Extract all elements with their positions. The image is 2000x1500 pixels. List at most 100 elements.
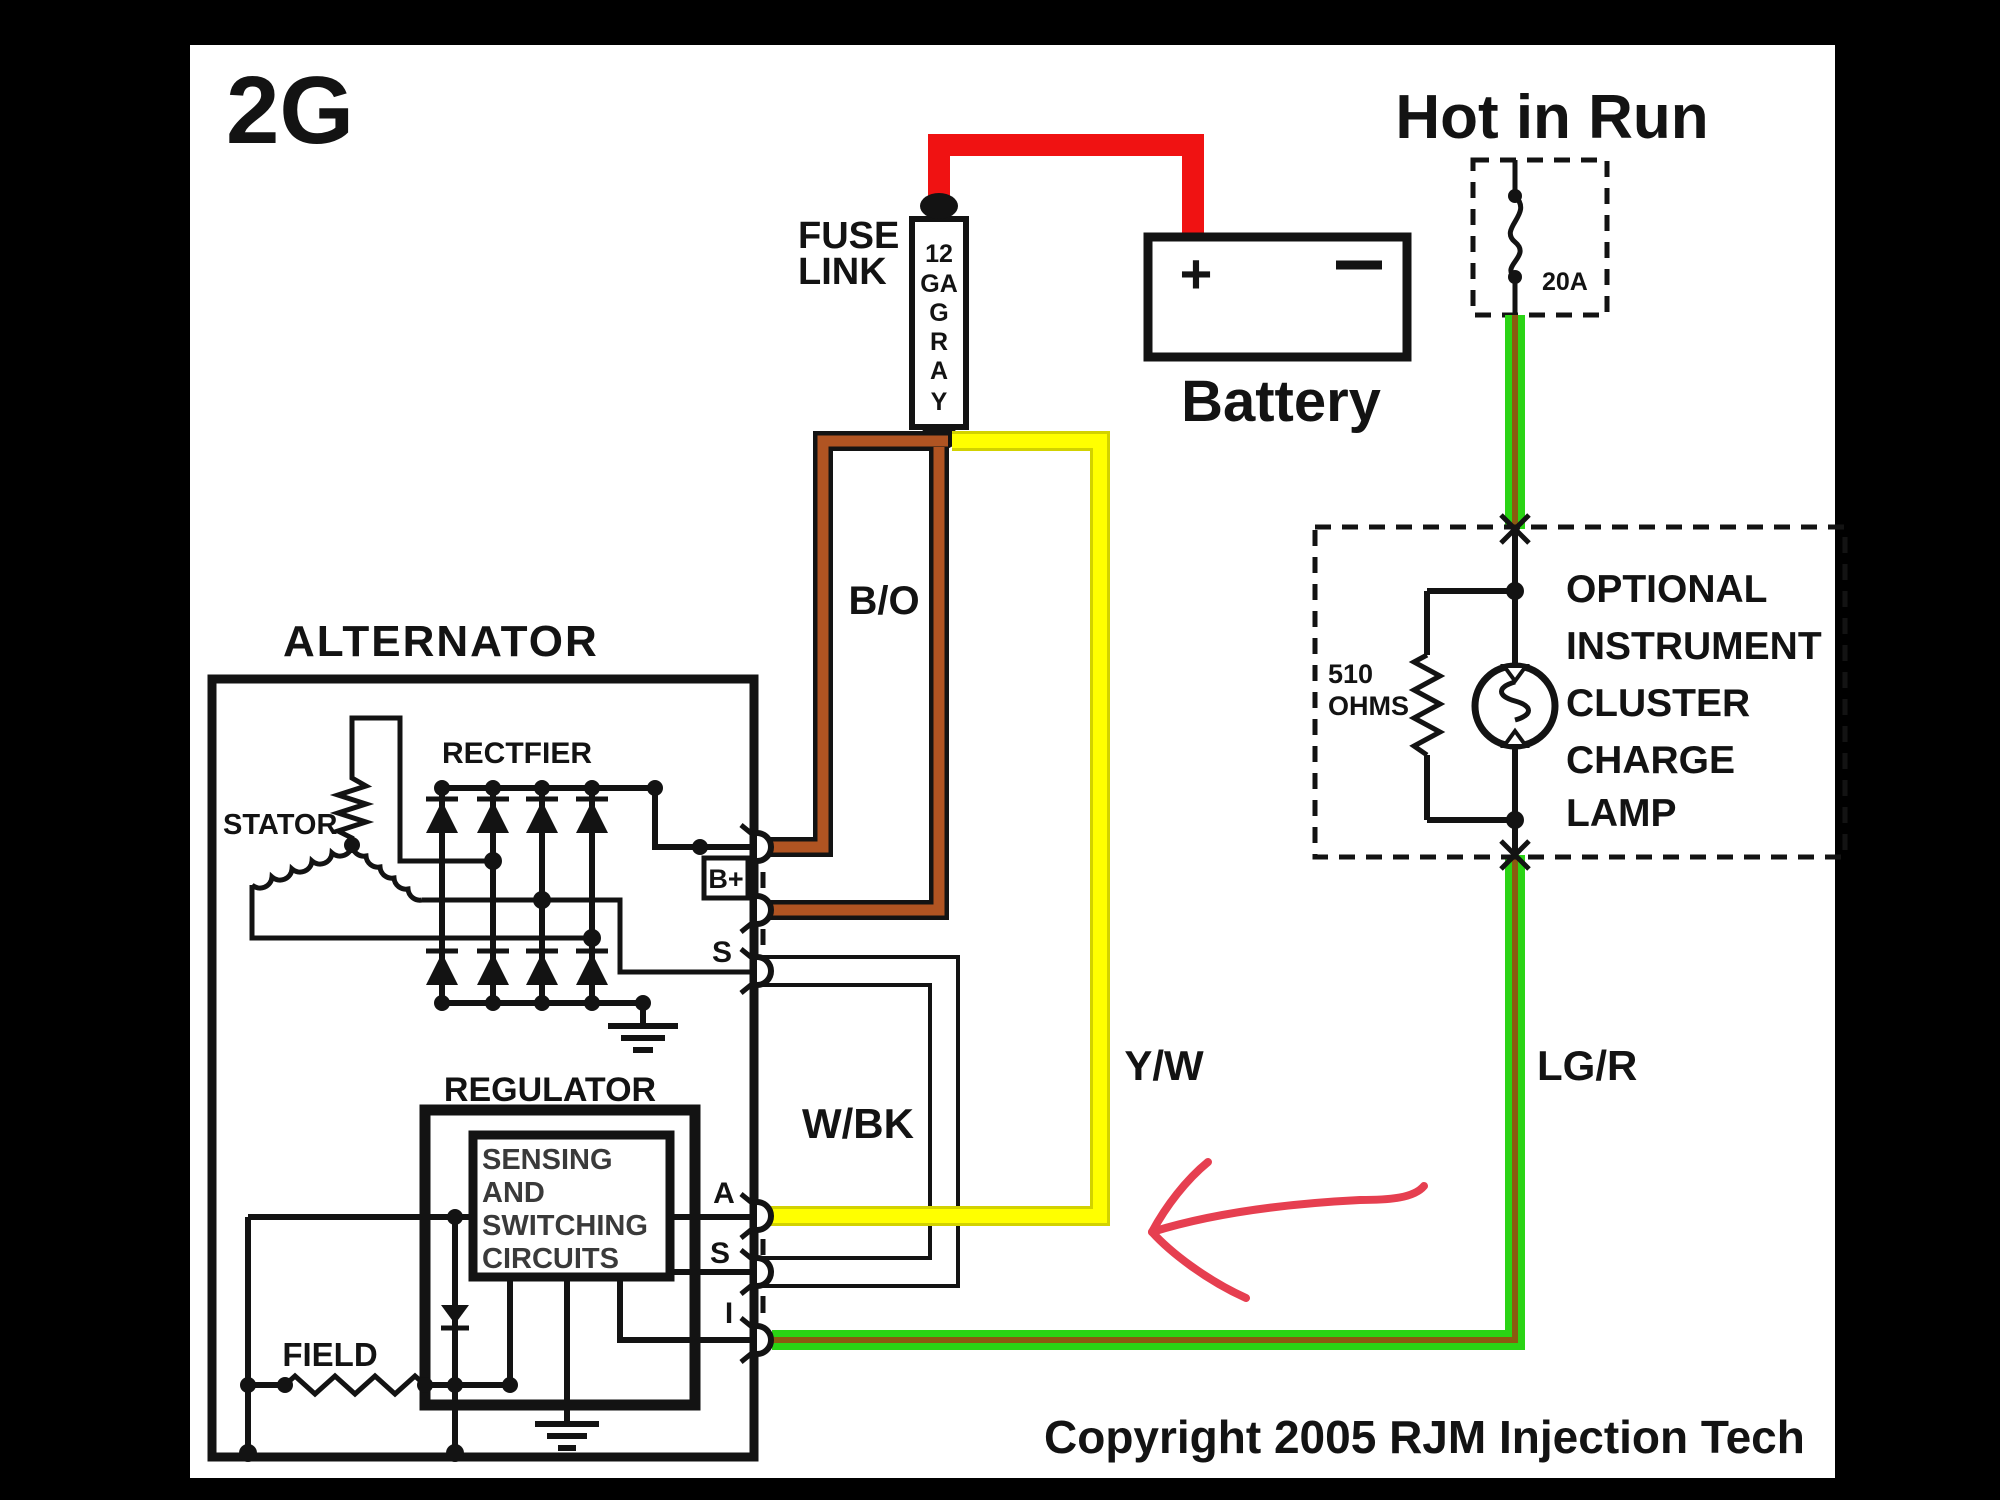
fuse-dashed-box — [1470, 157, 1610, 318]
fuse-element-squiggle — [1507, 194, 1524, 280]
hot-in-run-label: Hot in Run — [1395, 83, 1708, 152]
i-label: I — [725, 1297, 733, 1330]
lamp-label-line5: LAMP — [1566, 792, 1677, 835]
regulator-diode-triangle — [441, 1305, 469, 1324]
junction-dot — [485, 780, 501, 796]
white-wbk-wire — [757, 955, 960, 1288]
a-label: A — [713, 1177, 735, 1210]
battery-label: Battery — [1181, 369, 1381, 434]
rectifier-bridge: RECTFIER — [426, 737, 757, 1053]
junction-dot — [692, 839, 708, 855]
rectifier-columns — [439, 788, 595, 1003]
resistor-zigzag — [1408, 652, 1446, 758]
wbk-wire-label: W/BK — [802, 1100, 914, 1147]
diode-row-bottom — [426, 948, 608, 985]
junction-dot — [502, 1377, 518, 1393]
stator-wavy-right — [349, 844, 423, 903]
terminal-bump — [756, 954, 774, 988]
diode-row-top — [426, 796, 608, 833]
ground-icon — [608, 1023, 678, 1053]
junction-dot — [277, 1377, 293, 1393]
sensing-line4: CIRCUITS — [482, 1243, 619, 1275]
lamp-label-line3: CLUSTER — [1566, 682, 1750, 725]
junction-dot — [485, 995, 501, 1011]
terminal-i — [739, 1316, 774, 1364]
junction-dot — [1506, 582, 1524, 600]
white-wire-body — [757, 959, 956, 1284]
green-wire-stripe — [772, 315, 1518, 1343]
arrow-barb-top — [1148, 1158, 1212, 1236]
junction-dot — [1508, 270, 1522, 284]
charge-lamp-module: 510 OHMS OPTIONAL INSTRUMENT CLUSTER CHA… — [1312, 513, 1848, 871]
terminal-bump — [756, 1199, 774, 1233]
terminal-chevrons — [739, 1248, 759, 1296]
regulator-module: REGULATOR SENSING AND SWITCHING CIRCUITS… — [239, 1071, 757, 1462]
stator-phase-a-staircase — [349, 715, 493, 864]
junction-dot — [446, 1444, 464, 1462]
stator-winding: STATOR — [223, 715, 757, 975]
brown-bo-wires — [763, 431, 949, 920]
lamp-label-line1: OPTIONAL — [1566, 568, 1768, 611]
i-terminal-line — [617, 1277, 757, 1343]
alternator-label: ALTERNATOR — [283, 617, 599, 666]
diagram-sheet — [190, 45, 1835, 1478]
bplus-label-box — [701, 855, 751, 901]
gauge-text-4: R — [930, 328, 948, 356]
junction-dot — [447, 1209, 463, 1225]
wire-crossing-x-top — [1499, 513, 1531, 545]
battery-box — [1143, 232, 1412, 362]
terminal-bump — [756, 830, 774, 864]
arrow-shaft — [1148, 1182, 1428, 1236]
stator-vertical-zigzag — [329, 745, 375, 845]
yellow-yw-wire — [765, 431, 1110, 1226]
junction-dot — [534, 780, 550, 796]
sensing-line2: AND — [482, 1177, 545, 1209]
red-battery-wire — [928, 134, 1204, 245]
junction-dot — [584, 995, 600, 1011]
terminal-chevrons — [739, 1316, 759, 1364]
terminal-bump — [756, 893, 774, 927]
wire-crossing-x-bottom — [1499, 839, 1531, 871]
junction-dot — [647, 780, 663, 796]
terminal-chevrons — [739, 947, 759, 995]
junction-dot — [240, 1377, 256, 1393]
red-arrow-annotation — [1148, 1158, 1428, 1302]
junction-dot — [434, 780, 450, 796]
sensing-box — [468, 1130, 675, 1282]
bplus-label: B+ — [708, 864, 743, 894]
junction-dot — [239, 1444, 257, 1462]
yw-wire-label: Y/W — [1124, 1042, 1204, 1089]
s-stator-label: S — [712, 936, 732, 969]
lamp-bottom-triangle — [1500, 727, 1530, 748]
gauge-text-5: A — [930, 357, 948, 385]
stator-phase-b-wire — [249, 885, 592, 941]
copyright-text: Copyright 2005 RJM Injection Tech — [1044, 1411, 1805, 1463]
lgr-wire-label: LG/R — [1537, 1042, 1637, 1089]
terminal-bump — [756, 1323, 774, 1357]
brown-wire-body — [763, 435, 948, 916]
sensing-line1: SENSING — [482, 1144, 613, 1176]
s-reg-label: S — [710, 1237, 730, 1270]
sensing-line3: SWITCHING — [482, 1210, 648, 1242]
alternator-box — [207, 674, 759, 1462]
fuse-link-label-line1: FUSE — [798, 215, 899, 257]
ground-icon — [535, 1421, 599, 1451]
regulator-label: REGULATOR — [444, 1071, 656, 1109]
diode-triangles-bottom — [426, 953, 608, 985]
junction-dot — [434, 995, 450, 1011]
alternator-terminals: B+ S A S I — [701, 823, 774, 1364]
resistor-branch-lines — [1424, 588, 1515, 823]
junction-dot — [417, 1377, 433, 1393]
gauge-text-6: Y — [931, 388, 948, 416]
field-resistor-zigzag — [283, 1372, 427, 1398]
terminal-s-regulator — [739, 1248, 774, 1296]
rectifier-label: RECTFIER — [442, 737, 592, 770]
junction-dot — [1508, 189, 1522, 203]
gauge-text-1: 12 — [925, 240, 953, 268]
terminal-a — [739, 1192, 774, 1240]
field-label: FIELD — [282, 1336, 377, 1373]
diode-triangles-top — [426, 801, 608, 833]
gauge-text-3: G — [929, 299, 948, 327]
